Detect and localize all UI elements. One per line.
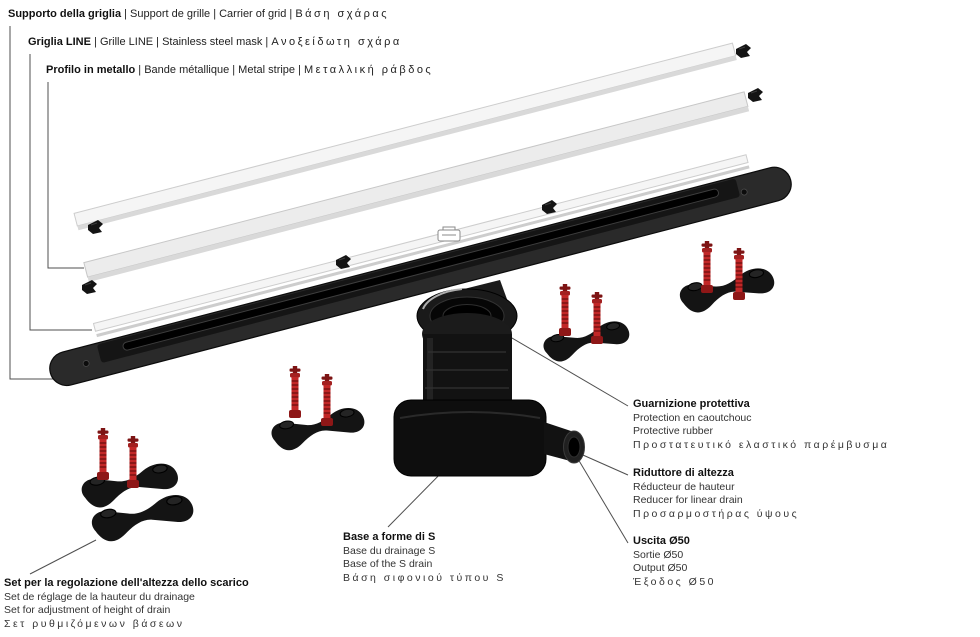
clip-icon: [747, 87, 764, 103]
label-grid-carrier-it: Supporto della griglia: [8, 8, 122, 20]
label-protective-rubber-it: Guarnizione protettiva: [633, 398, 750, 410]
label-adjustment-set: Set per la regolazione dell'altezza dell…: [4, 577, 249, 631]
leader-output: [577, 458, 629, 544]
metal-stripe: [92, 154, 750, 338]
label-s-base: Base a forme di S Base du drainage S Bas…: [343, 531, 506, 585]
leader-set: [29, 539, 97, 575]
label-height-reducer-en: Reducer for linear drain: [633, 494, 743, 507]
grid-carrier-channel: [49, 166, 792, 387]
label-metal-stripe: Profilo in metallo | Bande métallique | …: [46, 64, 433, 76]
label-grille-line: Griglia LINE | Grille LINE | Stainless s…: [28, 36, 402, 48]
clip-icon: [735, 43, 752, 59]
label-protective-rubber-en: Protective rubber: [633, 425, 713, 438]
adjustment-screw: [590, 291, 604, 345]
foot-bracket: [268, 404, 368, 454]
label-s-base-gr: Βάση σιφονιού τύπου S: [343, 571, 506, 584]
label-adjustment-set-gr: Σετ ρυθμιζόμενων βάσεων: [4, 617, 185, 630]
outlet-pipe: [544, 422, 585, 464]
label-metal-stripe-it: Profilo in metallo: [46, 64, 136, 76]
height-reducer-body: [422, 313, 512, 414]
adjustment-screw: [288, 365, 302, 419]
channel-clip-icon: [437, 226, 461, 242]
adjustment-set-far-right: [676, 240, 778, 316]
label-grid-carrier-translations: | Support de grille | Carrier of grid |: [124, 8, 293, 20]
label-grille-line-gr: Ανοξείδωτη σχάρα: [271, 36, 402, 48]
label-height-reducer-fr: Réducteur de hauteur: [633, 480, 735, 493]
label-metal-stripe-translations: | Bande métallique | Metal stripe |: [138, 64, 301, 76]
adjustment-screw: [320, 373, 334, 427]
s-base: [393, 399, 547, 477]
label-grille-line-it: Griglia LINE: [28, 36, 91, 48]
label-protective-rubber-fr: Protection en caoutchouc: [633, 411, 752, 424]
label-protective-rubber-gr: Προστατευτικό ελαστικό παρέμβυσμα: [633, 438, 890, 451]
label-grid-carrier-gr: Βάση σχάρας: [295, 8, 390, 20]
stainless-mask-strip: [83, 91, 750, 282]
carrier-strip: [73, 42, 737, 231]
adjustment-set-right: [540, 283, 633, 365]
label-protective-rubber: Guarnizione protettiva Protection en cao…: [633, 398, 889, 452]
leader-rubber: [499, 330, 629, 407]
adjustment-screw: [96, 427, 110, 481]
foot-bracket: [676, 265, 778, 316]
label-output-50: Uscita Ø50 Sortie Ø50 Output Ø50 Έξοδος …: [633, 535, 716, 589]
label-grid-carrier: Supporto della griglia | Support de gril…: [8, 8, 389, 20]
leader-stripe: [47, 82, 84, 269]
label-metal-stripe-gr: Μεταλλική ράβδος: [304, 64, 434, 76]
label-output-50-en: Output Ø50: [633, 562, 688, 575]
adjustment-set-left: [78, 427, 197, 545]
label-output-50-gr: Έξοδος Ø50: [633, 575, 717, 588]
drain-assembly: [393, 280, 585, 477]
label-height-reducer-gr: Προσαρμοστήρας ύψους: [633, 507, 800, 520]
label-height-reducer: Riduttore di altezza Réducteur de hauteu…: [633, 467, 799, 521]
label-grille-line-translations: | Grille LINE | Stainless steel mask |: [94, 36, 269, 48]
adjustment-screw: [126, 435, 140, 489]
label-output-50-it: Uscita Ø50: [633, 535, 690, 547]
leader-grille: [29, 54, 92, 331]
label-s-base-it: Base a forme di S: [343, 531, 436, 543]
foot-bracket: [540, 318, 633, 365]
label-s-base-fr: Base du drainage S: [343, 544, 436, 557]
adjustment-screw: [700, 240, 714, 294]
adjustment-set-center: [268, 365, 368, 454]
leader-carrier: [9, 26, 62, 380]
label-adjustment-set-it: Set per la regolazione dell'altezza dell…: [4, 577, 249, 589]
adjustment-screw: [558, 283, 572, 337]
label-s-base-en: Base of the S drain: [343, 558, 433, 571]
label-output-50-fr: Sortie Ø50: [633, 548, 684, 561]
clip-icon: [81, 279, 98, 295]
label-adjustment-set-en: Set for adjustment of height of drain: [4, 604, 171, 617]
label-adjustment-set-fr: Set de réglage de la hauteur du drainage: [4, 590, 195, 603]
label-height-reducer-it: Riduttore di altezza: [633, 467, 734, 479]
